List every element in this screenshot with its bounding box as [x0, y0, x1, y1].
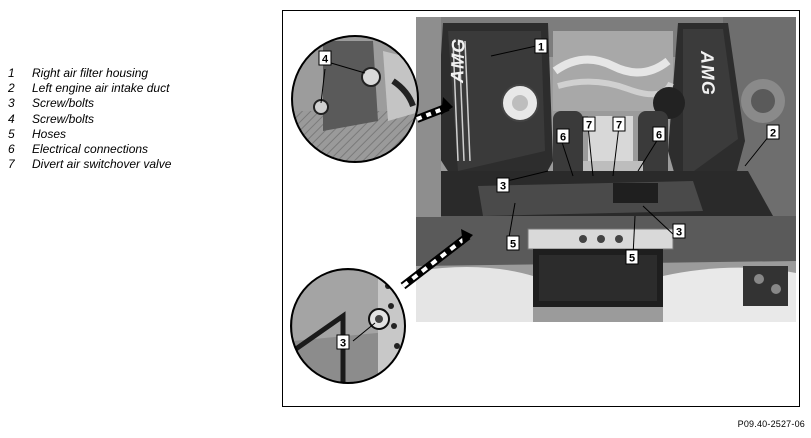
- engine-figure: AMG AMG: [282, 10, 800, 407]
- legend-text: Left engine air intake duct: [32, 81, 170, 96]
- callout-2: 2: [766, 124, 780, 140]
- svg-text:3: 3: [340, 338, 346, 350]
- legend-number: 5: [8, 126, 15, 141]
- svg-text:3: 3: [676, 227, 682, 239]
- svg-text:1: 1: [538, 42, 544, 54]
- legend-text: Hoses: [32, 126, 67, 141]
- callout-6: 6: [556, 128, 570, 144]
- svg-text:2: 2: [770, 128, 776, 140]
- engine-illustration: AMG AMG: [290, 17, 796, 384]
- callout-7: 7: [582, 116, 596, 132]
- detail-inset-top: [291, 35, 419, 163]
- callout-3: 3: [496, 177, 510, 193]
- callout-3: 3: [672, 223, 686, 239]
- inset-connectors: [400, 97, 473, 290]
- svg-text:5: 5: [510, 239, 516, 251]
- legend-text: Right air filter housing: [32, 66, 149, 80]
- callout-3: 3: [336, 334, 350, 350]
- callout-6: 6: [652, 126, 666, 142]
- legend-number: 1: [8, 66, 15, 80]
- callout-5: 5: [625, 249, 639, 265]
- callout-4: 4: [318, 50, 332, 66]
- callout-5: 5: [506, 235, 520, 251]
- svg-text:6: 6: [560, 132, 566, 144]
- svg-text:7: 7: [616, 120, 622, 132]
- svg-text:7: 7: [586, 120, 592, 132]
- legend-number: 4: [8, 111, 15, 126]
- legend-number: 6: [8, 141, 15, 156]
- legend-number: 3: [8, 96, 15, 111]
- leader-lines: [320, 45, 774, 342]
- legend-text: Screw/bolts: [32, 111, 95, 126]
- svg-text:4: 4: [322, 54, 329, 66]
- callout-1: 1: [534, 38, 548, 54]
- svg-text:3: 3: [500, 181, 506, 193]
- legend-text: Screw/bolts: [32, 96, 95, 111]
- detail-inset-bottom: [290, 268, 406, 384]
- svg-text:5: 5: [629, 253, 635, 265]
- legend-number: 2: [8, 81, 15, 96]
- legend-number: 7: [8, 157, 15, 172]
- engine-photo: AMG AMG: [416, 17, 796, 322]
- svg-text:6: 6: [656, 130, 662, 142]
- figure-code: P09.40-2527-06: [737, 419, 805, 429]
- legend-text: Electrical connections: [32, 141, 149, 156]
- legend-text: Divert air switchover valve: [32, 157, 172, 172]
- engine-logo-right: AMG: [697, 49, 719, 96]
- callout-7: 7: [612, 116, 626, 132]
- engine-logo-left: AMG: [447, 37, 469, 84]
